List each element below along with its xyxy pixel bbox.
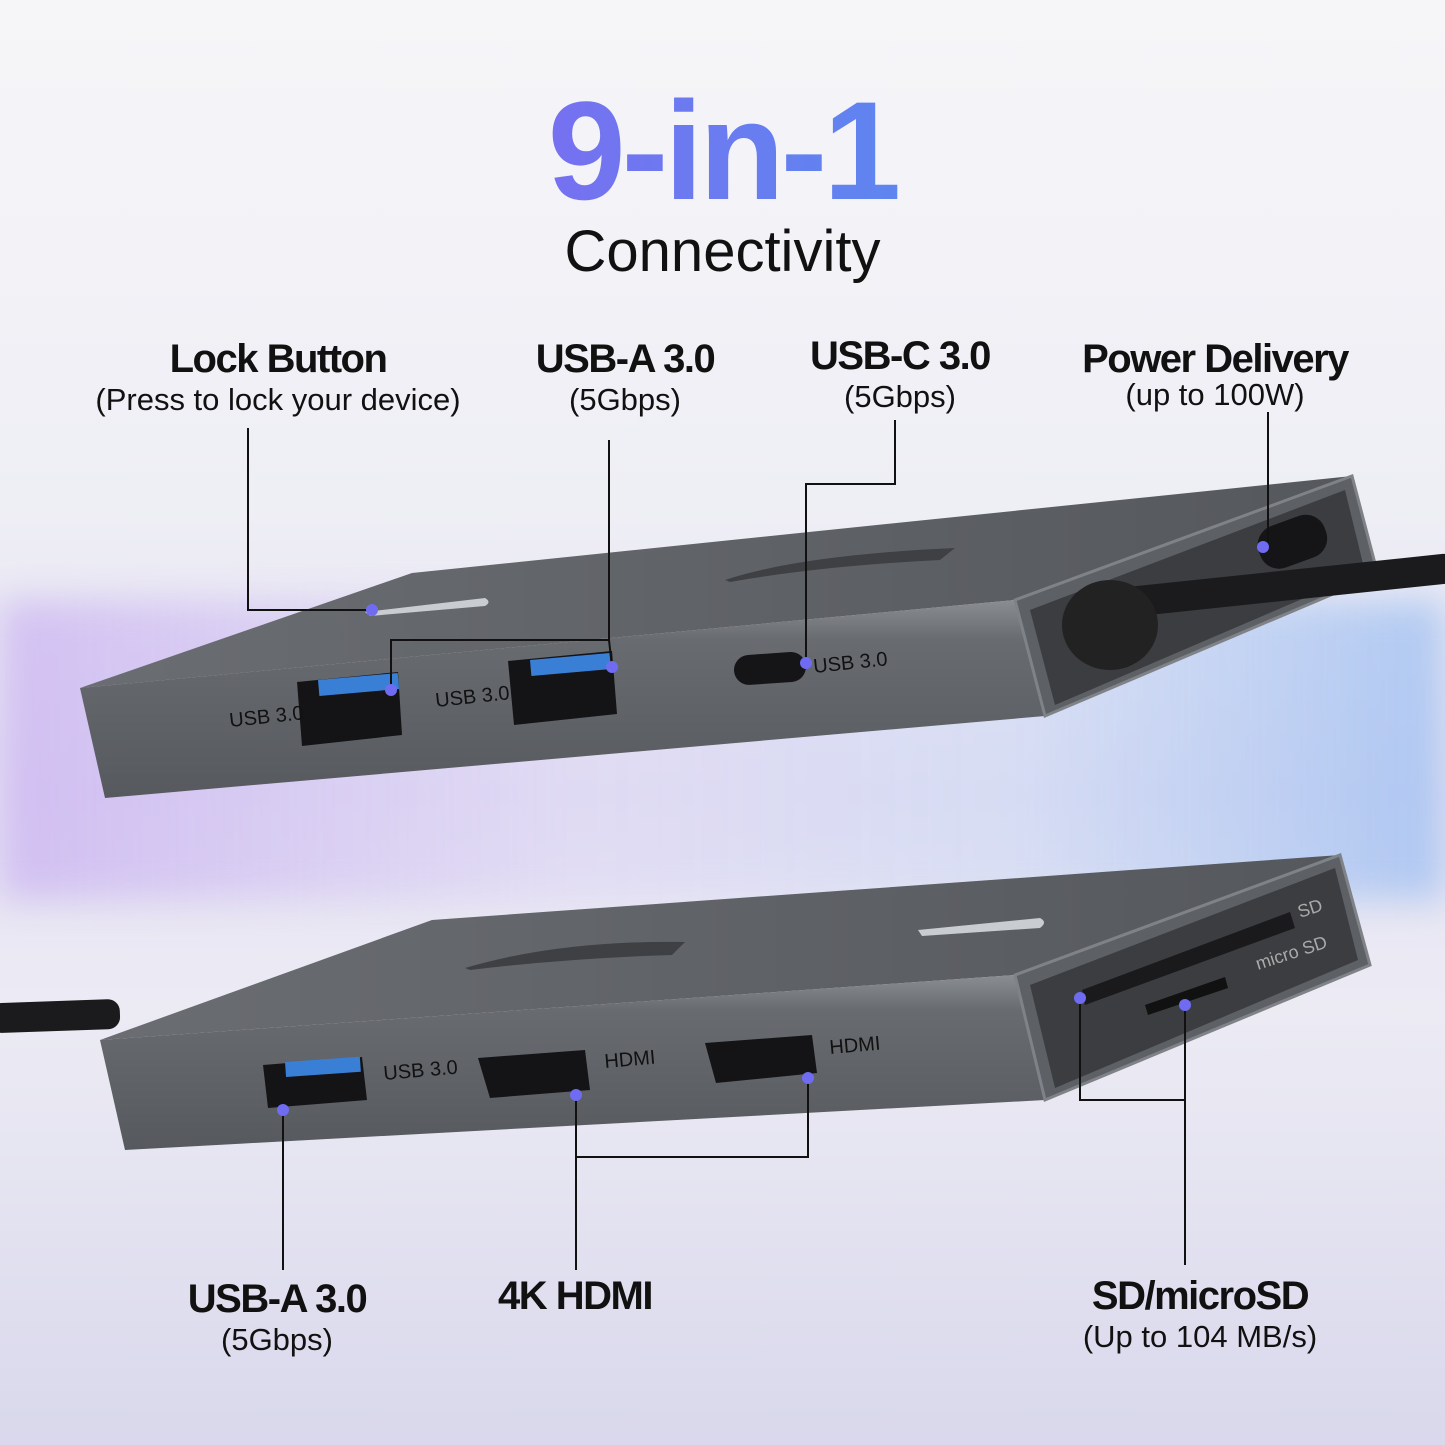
callout-detail: (Up to 104 MB/s) (1082, 1319, 1318, 1354)
headline-title: 9-in-1 (0, 70, 1445, 232)
callout-title: USB-C 3.0 (810, 334, 991, 378)
brand-logo (465, 941, 685, 970)
brand-logo (725, 548, 955, 582)
callout-sd-card: SD/microSD (Up to 104 MB/s) (1050, 1273, 1350, 1355)
callout-usb-a-bottom: USB-A 3.0 (5Gbps) (152, 1276, 402, 1358)
callout-detail: (up to 100W) (1125, 377, 1305, 412)
hdmi-port (478, 1050, 590, 1098)
sd-slot (1082, 912, 1295, 1005)
hub-bottom-view: USB 3.0 HDMI HDMI SD micro SD (0, 853, 1372, 1150)
callout-detail: (5Gbps) (569, 382, 681, 417)
hub-top-view: USB 3.0 USB 3.0 USB 3.0 (80, 474, 1445, 798)
callout-dots (277, 541, 1269, 1116)
callout-usb-a-top: USB-A 3.0 (5Gbps) (500, 336, 750, 418)
callout-title: USB-A 3.0 (535, 337, 716, 381)
hub-cable (0, 999, 121, 1033)
callout-title: Power Delivery (1082, 337, 1349, 381)
callout-detail: (5Gbps) (844, 379, 956, 414)
leader-lines (247, 412, 1269, 1270)
port-label: HDMI (829, 1033, 882, 1059)
lock-button (365, 598, 489, 616)
callout-title: USB-A 3.0 (187, 1277, 368, 1321)
microsd-slot (1145, 977, 1228, 1015)
callout-lock-button: Lock Button (Press to lock your device) (78, 336, 478, 418)
hub-cable (1099, 553, 1445, 619)
hdmi-port (705, 1035, 817, 1083)
callout-power-delivery: Power Delivery (up to 100W) (1060, 336, 1370, 412)
power-delivery-port (1257, 514, 1328, 569)
callout-title: Lock Button (169, 337, 388, 381)
callout-title: 4K HDMI (498, 1274, 653, 1318)
callout-usb-c: USB-C 3.0 (5Gbps) (775, 333, 1025, 415)
headline-subtitle: Connectivity (564, 219, 881, 284)
callout-detail: (Press to lock your device) (95, 382, 461, 417)
callout-detail: (5Gbps) (221, 1322, 333, 1357)
callout-title: SD/microSD (1091, 1274, 1310, 1318)
port-label: HDMI (604, 1047, 657, 1073)
callout-hdmi: 4K HDMI (450, 1273, 700, 1319)
cable-strain-relief (1062, 580, 1158, 670)
usb-c-port (734, 651, 806, 685)
